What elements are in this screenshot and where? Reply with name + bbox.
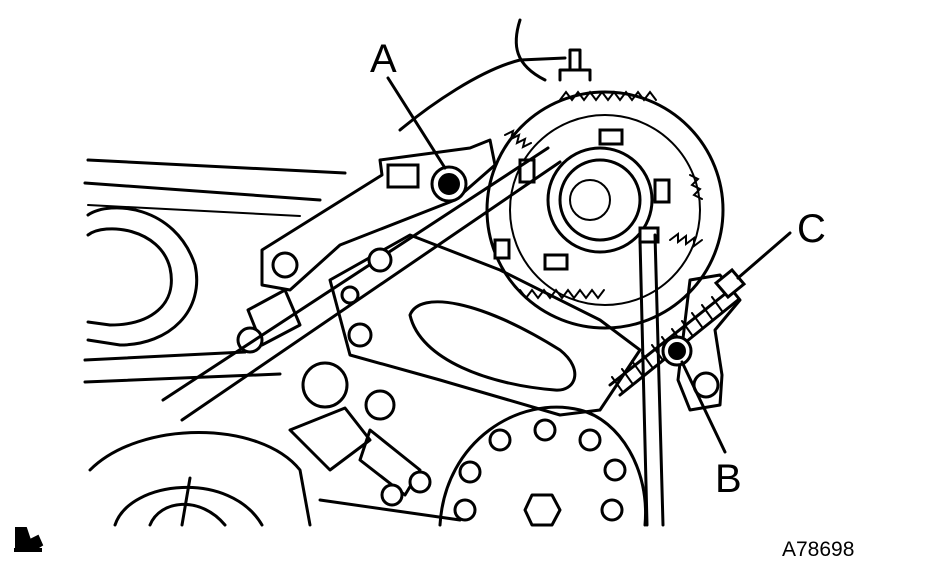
alternator xyxy=(485,48,725,330)
crank-pulley-left xyxy=(86,206,199,347)
leader-line-c xyxy=(736,231,792,280)
lower-housing xyxy=(288,361,432,507)
mounting-bracket xyxy=(328,233,642,417)
torque-wrench-icon xyxy=(14,527,44,552)
idler-pulley-right xyxy=(438,405,648,527)
engine-outline xyxy=(83,18,567,522)
crank-pulley-lower xyxy=(88,431,312,527)
bolt-a-head xyxy=(438,173,460,195)
callout-b: B xyxy=(715,457,742,501)
drive-belt xyxy=(161,146,665,527)
callout-a: A xyxy=(370,37,397,81)
leader-line-b xyxy=(680,360,727,454)
bolt-b-head xyxy=(668,342,686,360)
figure-id: A78698 xyxy=(782,538,855,561)
callout-c: C xyxy=(797,207,826,251)
leader-line-a xyxy=(386,76,447,170)
